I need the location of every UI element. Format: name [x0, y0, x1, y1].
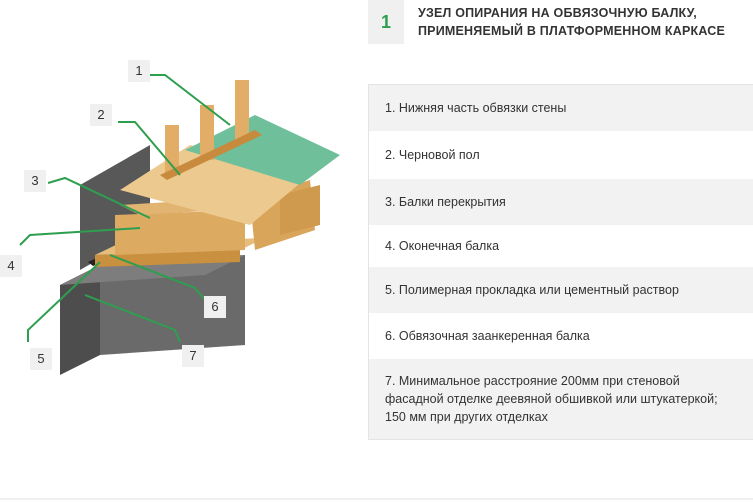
- callout-6: 6: [204, 296, 226, 318]
- joist-3: [280, 185, 320, 235]
- leader-5: [27, 261, 101, 342]
- legend-item-4: 4. Оконечная балка: [369, 225, 753, 267]
- legend-item-2: 2. Черновой пол: [369, 131, 753, 179]
- callout-4: 4: [0, 255, 22, 277]
- legend-item-6: 6. Обвязочная заанкеренная балка: [369, 313, 753, 359]
- leader-2: [118, 121, 181, 176]
- construction-node-illustration: [19, 74, 340, 375]
- leader-4: [19, 227, 141, 246]
- legend-item-7: 7. Минимальное расстрояние 200мм при сте…: [369, 359, 753, 439]
- foundation-front: [60, 265, 100, 375]
- leader-7: [84, 294, 181, 343]
- callout-7: 7: [182, 345, 204, 367]
- section-title: УЗЕЛ ОПИРАНИЯ НА ОБВЯЗОЧНУЮ БАЛКУ, ПРИМЕ…: [418, 4, 748, 40]
- leader-3: [47, 176, 151, 219]
- bottom-plate: [160, 130, 262, 180]
- stud-2: [200, 105, 214, 160]
- section-title-line-1: УЗЕЛ ОПИРАНИЯ НА ОБВЯЗОЧНУЮ БАЛКУ,: [418, 6, 697, 20]
- legend-list: 1. Нижняя часть обвязки стены 2. Черново…: [368, 84, 753, 440]
- section-number: 1: [368, 0, 404, 44]
- leader-6: [109, 254, 206, 301]
- stud-3: [235, 80, 249, 140]
- legend-item-1: 1. Нижняя часть обвязки стены: [369, 85, 753, 131]
- bottom-divider: [0, 498, 753, 500]
- callout-3: 3: [24, 170, 46, 192]
- leader-1: [150, 74, 231, 126]
- floor-membrane: [185, 115, 340, 185]
- legend-item-3: 3. Балки перекрытия: [369, 179, 753, 225]
- callout-5: 5: [30, 348, 52, 370]
- legend-item-5: 5. Полимерная прокладка или цементный ра…: [369, 267, 753, 313]
- section-title-line-2: ПРИМЕНЯЕМЫЙ В ПЛАТФОРМЕННОМ КАРКАСЕ: [418, 24, 726, 38]
- foundation-face: [100, 255, 245, 355]
- rim-joist: [115, 210, 245, 255]
- callout-2: 2: [90, 104, 112, 126]
- callout-1: 1: [128, 60, 150, 82]
